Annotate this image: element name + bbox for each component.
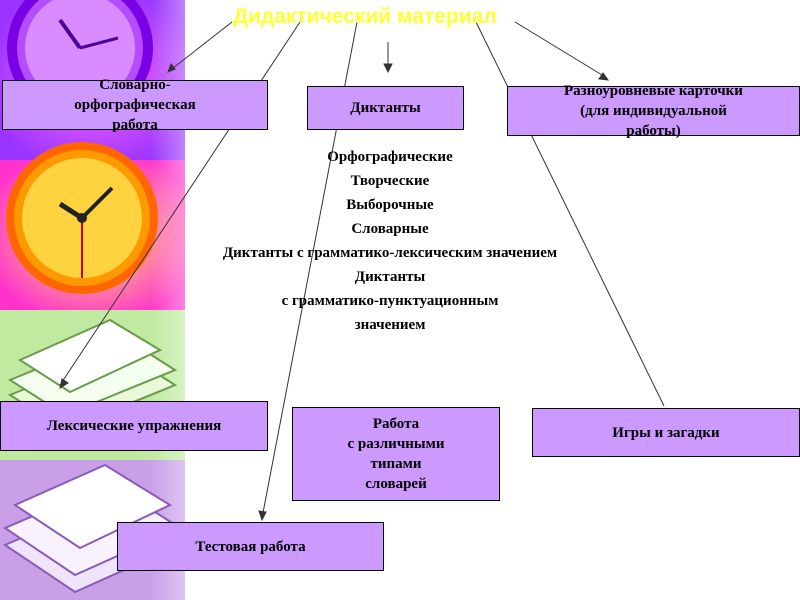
box-line: Лексические упражнения <box>46 418 222 434</box>
page-title: Дидактический материал <box>233 5 497 28</box>
box-line: типами <box>370 456 422 472</box>
dictation-types-list: Орфографические Творческие Выборочные Сл… <box>150 145 630 337</box>
dictation-type: Творческие <box>350 173 430 189</box>
box-level-cards: Разноуровневые карточки (для индивидуаль… <box>507 83 800 139</box>
dictation-type: Словарные <box>351 221 429 237</box>
dictation-type: Выборочные <box>346 197 434 213</box>
box-dictionaries-work: Работа с различными типами словарей <box>292 407 500 501</box>
box-games-riddles: Игры и загадки <box>532 408 800 457</box>
box-test-work: Тестовая работа <box>117 522 384 571</box>
box-line: словарей <box>365 476 427 492</box>
box-line: Словарно- <box>99 77 171 93</box>
box-line: Диктанты <box>350 100 421 116</box>
box-line: (для индивидуальной <box>580 103 727 119</box>
box-lexical-exercises: Лексические упражнения <box>0 401 268 451</box>
box-line: работа <box>112 117 158 133</box>
box-dictations: Диктанты <box>307 86 464 130</box>
dictation-type: Диктанты <box>354 269 426 285</box>
box-line: орфографическая <box>74 97 196 113</box>
orange-clock-icon <box>6 142 158 294</box>
box-line: работы) <box>626 123 681 139</box>
box-line: Тестовая работа <box>195 538 306 555</box>
box-spelling-work: Словарно- орфографическая работа <box>2 77 268 133</box>
box-line: Разноуровневые карточки <box>564 83 743 99</box>
box-line: с различными <box>347 436 445 452</box>
box-line: Работа <box>372 416 420 432</box>
dictation-type: значением <box>354 317 426 333</box>
dictation-type: Диктанты с грамматико-лексическим значен… <box>222 245 558 261</box>
box-line: Игры и загадки <box>612 424 720 441</box>
dictation-type: Орфографические <box>327 149 453 165</box>
dictation-type: с грамматико-пунктуационным <box>281 293 499 309</box>
